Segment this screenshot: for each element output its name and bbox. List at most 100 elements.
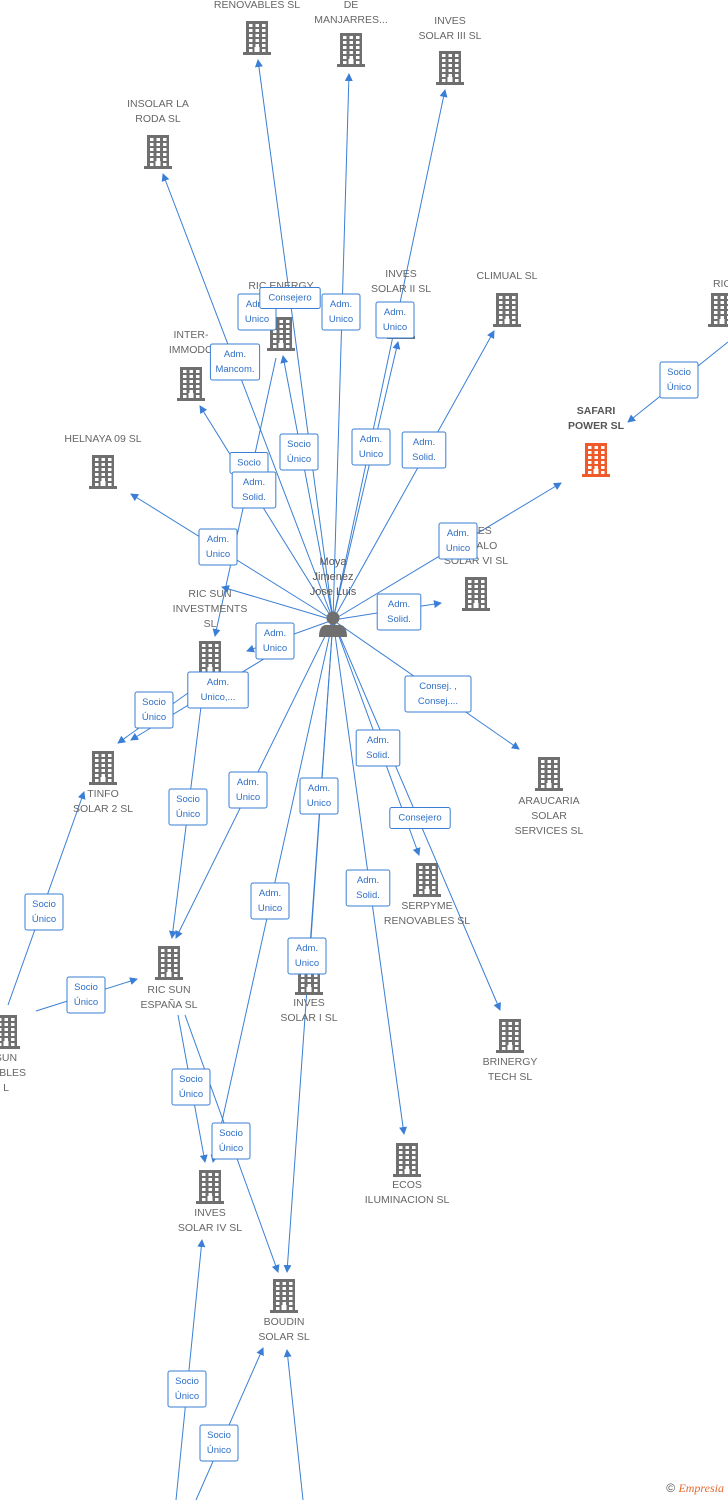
- company-name-line: RIC: [713, 278, 728, 290]
- edge-label-text: Adm.: [264, 628, 286, 639]
- building-icon[interactable]: [89, 455, 117, 489]
- building-icon[interactable]: [144, 135, 172, 169]
- edge-label-text: Consej. ,: [419, 681, 457, 692]
- building-icon[interactable]: [496, 1019, 524, 1053]
- building-icon[interactable]: [196, 1170, 224, 1204]
- company-node-climual[interactable]: CLIMUAL SL: [477, 270, 538, 327]
- edge-label-p-ricenergy[interactable]: Consejero: [259, 287, 321, 309]
- building-icon[interactable]: [243, 21, 271, 55]
- edge-label-p-manj[interactable]: Adm.Unico: [321, 293, 361, 331]
- edge-label-text: Adm.: [447, 528, 469, 539]
- edge-labels-layer: Adm.UnicoAdm.UnicoAdm.UnicoAdm.Mancom.Co…: [24, 287, 699, 1462]
- building-icon[interactable]: [413, 863, 441, 897]
- company-node-helnaya[interactable]: HELNAYA 09 SL: [64, 433, 142, 489]
- edge-label-p-brinergy[interactable]: Consejero: [389, 807, 451, 829]
- edge-label-p-tinfo[interactable]: Adm.Unico: [255, 622, 295, 660]
- edge-label-p-inv3[interactable]: Adm.Unico: [375, 301, 415, 339]
- building-icon[interactable]: [462, 577, 490, 611]
- building-icon[interactable]: [155, 946, 183, 980]
- company-node-manj[interactable]: DEMANJARRES...: [314, 0, 388, 67]
- company-node-intermodo[interactable]: INTER-IMMODO: [169, 329, 213, 401]
- edge-label-text: Unico: [329, 314, 353, 325]
- edge-label-text: Adm.: [357, 875, 379, 886]
- edge-p-insolar: [161, 173, 334, 621]
- building-icon[interactable]: [708, 293, 728, 327]
- building-icon[interactable]: [89, 751, 117, 785]
- edge-label-p-boudin[interactable]: Adm.Unico: [287, 937, 327, 975]
- person-icon[interactable]: [319, 611, 347, 638]
- edge-label-p-ricinv[interactable]: Adm.Solid.: [231, 471, 277, 509]
- company-name-line: MANJARRES...: [314, 14, 388, 26]
- edge-p-ricenergy: [280, 355, 334, 621]
- edge-label-p-inv4[interactable]: Adm.Unico: [250, 882, 290, 920]
- building-icon[interactable]: [270, 1279, 298, 1313]
- edge-label-p-climual[interactable]: Adm.Solid.: [401, 431, 447, 469]
- company-name-line: BOUDIN: [264, 1316, 305, 1328]
- edge-label-p-ecos[interactable]: Adm.Solid.: [345, 869, 391, 907]
- building-icon[interactable]: [535, 757, 563, 791]
- edge-label-p-intermodo[interactable]: Socio: [229, 452, 269, 474]
- company-node-sunren[interactable]: SUNVABLESL: [0, 1015, 26, 1094]
- edge-label-p-inv6[interactable]: Adm.Solid.: [376, 593, 422, 631]
- edge-label-text: Unico: [307, 798, 331, 809]
- edge-label-ricinv-tinfo[interactable]: Adm.Unico,...: [187, 671, 249, 709]
- edge-label-text: Adm.: [237, 777, 259, 788]
- company-name-line: SAFARI: [577, 405, 616, 417]
- building-icon[interactable]: [493, 293, 521, 327]
- company-node-ren_top[interactable]: RENOVABLES SL: [214, 0, 300, 55]
- company-name-line: SOLAR: [531, 810, 567, 822]
- edge-label-text: Socio: [176, 794, 200, 805]
- building-icon[interactable]: [436, 51, 464, 85]
- edge-label-text: Socio: [287, 439, 311, 450]
- edge-bottom_c-boudin: [283, 1349, 304, 1500]
- company-name-line: RODA SL: [135, 113, 181, 125]
- edge-label-p-serpyme[interactable]: Adm.Solid.: [355, 729, 401, 767]
- building-icon[interactable]: [337, 33, 365, 67]
- company-name-line: CLIMUAL SL: [477, 270, 538, 282]
- company-node-inv6[interactable]: INVESCABALOSOLAR VI SL: [444, 525, 508, 611]
- edge-label-p-safari[interactable]: Adm. Unico: [438, 522, 478, 560]
- edge-label-text: Único: [287, 454, 311, 465]
- footer-credit[interactable]: © Empresia: [666, 1481, 724, 1496]
- company-node-ric_right[interactable]: RIC: [708, 278, 728, 327]
- building-icon[interactable]: [582, 443, 610, 477]
- edge-label-p-insolar[interactable]: Adm.Mancom.: [209, 343, 261, 381]
- building-icon[interactable]: [177, 367, 205, 401]
- edge-label-text: Unico: [236, 792, 260, 803]
- building-icon[interactable]: [0, 1015, 20, 1049]
- person-name-line: Jimenez: [313, 571, 354, 583]
- edge-label-p-araucaria[interactable]: Consej. ,Consej....: [404, 675, 472, 713]
- edge-label-p-helnaya[interactable]: Adm.Unico: [198, 528, 238, 566]
- building-icon[interactable]: [196, 641, 224, 675]
- company-name-line: SERVICES SL: [515, 825, 584, 837]
- edge-label-text: Unico: [446, 543, 470, 554]
- building-icon[interactable]: [393, 1143, 421, 1177]
- edge-label-p-inv1[interactable]: Adm.Unico: [299, 777, 339, 815]
- edge-label-p-ricespana[interactable]: Adm. Unico: [228, 771, 268, 809]
- edge-label-p-inv2[interactable]: Adm.Unico: [351, 428, 391, 466]
- edge-p-ricinv: [221, 585, 334, 621]
